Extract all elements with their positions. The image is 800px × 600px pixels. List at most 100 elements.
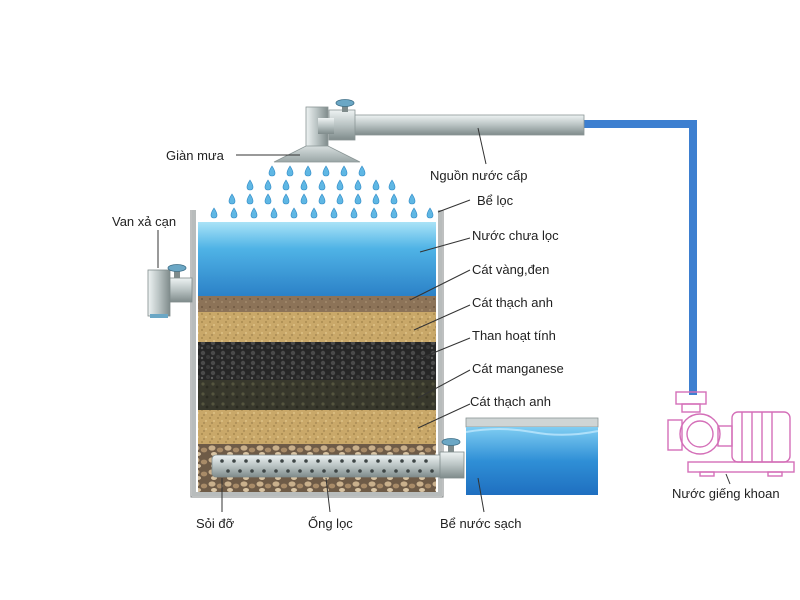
pipe-hole [430, 469, 434, 473]
pipe-hole [394, 469, 398, 473]
water-droplet [282, 179, 290, 191]
water-droplet [336, 179, 344, 191]
label-be-loc: Bể lọc [477, 193, 514, 208]
pipe-hole [238, 469, 242, 473]
water-droplet [250, 207, 258, 219]
pipe-hole [220, 459, 224, 463]
pipe-hole [232, 459, 236, 463]
pipe-hole [304, 459, 308, 463]
filter-pipe [211, 454, 445, 478]
water-droplet [246, 193, 254, 205]
pipe-hole [286, 469, 290, 473]
water-droplet [286, 165, 294, 177]
pipe-hole [370, 469, 374, 473]
pipe-hole [424, 459, 428, 463]
pipe-hole [340, 459, 344, 463]
pipe-hole [358, 469, 362, 473]
pipe-hole [262, 469, 266, 473]
pump-icon [667, 391, 795, 477]
water-droplets [210, 165, 434, 219]
water-droplet [408, 193, 416, 205]
pipe-hole [250, 469, 254, 473]
pipe-hole [268, 459, 272, 463]
layer-cat-thach-anh-2 [198, 410, 436, 444]
water-droplet [390, 207, 398, 219]
water-droplet [290, 207, 298, 219]
layer-cat-vang-den [198, 296, 436, 312]
water-droplet [388, 179, 396, 191]
label-nguon-nuoc-cap: Nguồn nước cấp [430, 168, 527, 183]
pipe-hole [298, 469, 302, 473]
label-cat-thach-anh-2: Cát thạch anh [470, 394, 551, 409]
water-droplet [264, 179, 272, 191]
pipe-hole [382, 469, 386, 473]
pipe-hole [316, 459, 320, 463]
pipe-hole [346, 469, 350, 473]
pipe-hole [406, 469, 410, 473]
drain-valve [147, 269, 193, 318]
label-be-nuoc-sach: Bể nước sạch [440, 516, 522, 531]
water-droplet [354, 179, 362, 191]
water-droplet [268, 165, 276, 177]
untreated-water [198, 222, 436, 298]
water-droplet [264, 193, 272, 205]
water-droplet [340, 165, 348, 177]
label-cat-vang-den: Cát vàng,đen [472, 262, 549, 277]
water-droplet [354, 193, 362, 205]
label-nuoc-gieng-khoan: Nước giếng khoan [672, 486, 780, 501]
water-droplet [228, 193, 236, 205]
pipe-hole [274, 469, 278, 473]
water-droplet [410, 207, 418, 219]
water-droplet [426, 207, 434, 219]
filter-tank [190, 210, 444, 498]
pipe-hole [388, 459, 392, 463]
inlet-pipe [305, 106, 585, 148]
water-droplet [310, 207, 318, 219]
water-droplet [300, 179, 308, 191]
pipe-hole [352, 459, 356, 463]
label-cat-manganese: Cát manganese [472, 361, 564, 376]
pipe-hole [328, 459, 332, 463]
pipe-hole [280, 459, 284, 463]
water-droplet [336, 193, 344, 205]
label-soi-do: Sỏi đỡ [196, 516, 235, 531]
drain-valve-icon [167, 264, 187, 278]
water-droplet [210, 207, 218, 219]
water-droplet [246, 179, 254, 191]
spray-head [273, 145, 361, 163]
water-droplet [300, 193, 308, 205]
outlet-valve-icon [441, 438, 461, 452]
pipe-hole [226, 469, 230, 473]
label-nuoc-chua-loc: Nước chưa lọc [472, 228, 559, 243]
water-droplet [370, 207, 378, 219]
layer-cat-manganese [198, 380, 436, 410]
pipe-hole [418, 469, 422, 473]
water-droplet [358, 165, 366, 177]
label-cat-thach-anh-1: Cát thạch anh [472, 295, 553, 310]
label-van-xa-can: Van xả cạn [112, 214, 176, 229]
pipe-hole [400, 459, 404, 463]
water-droplet [372, 193, 380, 205]
pipe-hole [364, 459, 368, 463]
outlet-pipe [439, 451, 465, 479]
water-droplet [282, 193, 290, 205]
label-ong-loc: Ống lọc [308, 516, 353, 531]
supply-line [582, 120, 697, 395]
pipe-hole [256, 459, 260, 463]
layer-cat-thach-anh-1 [198, 312, 436, 342]
inlet-valve-icon [335, 99, 355, 112]
water-droplet [350, 207, 358, 219]
label-gian-mua: Giàn mưa [166, 148, 225, 163]
water-droplet [322, 165, 330, 177]
layer-than-hoat-tinh [198, 342, 436, 380]
leader-lines [157, 127, 731, 513]
label-than-hoat-tinh: Than hoạt tính [472, 328, 556, 343]
water-droplet [230, 207, 238, 219]
water-droplet [304, 165, 312, 177]
water-droplet [390, 193, 398, 205]
clean-water-tank [465, 417, 599, 495]
water-droplet [318, 179, 326, 191]
water-droplet [270, 207, 278, 219]
water-droplet [318, 193, 326, 205]
